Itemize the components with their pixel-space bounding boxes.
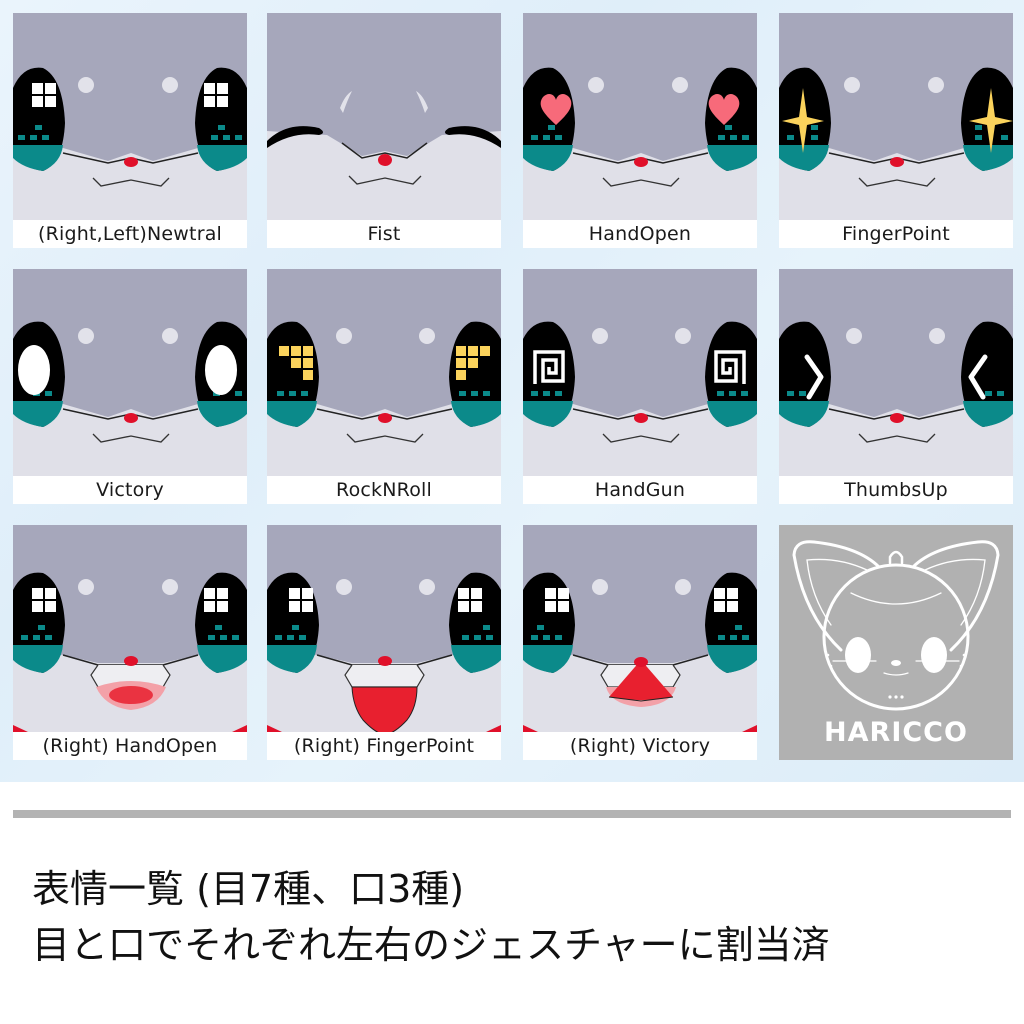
expression-tile-right-handopen: (Right) HandOpen xyxy=(13,525,247,760)
caption-description: 目と口でそれぞれ左右のジェスチャーに割当済 xyxy=(32,923,830,967)
tile-label: (Right) HandOpen xyxy=(13,732,247,760)
face-white-oval-eyes-icon xyxy=(13,269,247,504)
expression-tile-thumbsup: ThumbsUp xyxy=(779,269,1013,504)
expression-tile-rocknroll: RockNRoll xyxy=(267,269,501,504)
logo-text: HARICCO xyxy=(824,717,968,748)
face-tongue-mouth-icon xyxy=(267,525,501,760)
haricco-logo-tile: HARICCO xyxy=(779,525,1013,760)
expression-tile-handopen: HandOpen xyxy=(523,13,757,248)
tile-label: (Right,Left)Newtral xyxy=(13,220,247,248)
expression-tile-right-fingerpoint: (Right) FingerPoint xyxy=(267,525,501,760)
expression-tile-fingerpoint: FingerPoint xyxy=(779,13,1013,248)
face-sparkle-eyes-icon xyxy=(779,13,1013,248)
section-divider xyxy=(13,810,1011,818)
tile-label: Victory xyxy=(13,476,247,504)
expression-tile-neutral: (Right,Left)Newtral xyxy=(13,13,247,248)
caption-title: 表情一覧 (目7種、口3種) xyxy=(32,867,465,911)
tile-label: ThumbsUp xyxy=(779,476,1013,504)
tile-label: FingerPoint xyxy=(779,220,1013,248)
face-heart-eyes-icon xyxy=(523,13,757,248)
cat-mascot-icon xyxy=(779,525,1013,760)
expression-tile-right-victory: (Right) Victory xyxy=(523,525,757,760)
tile-label: Fist xyxy=(267,220,501,248)
expression-tile-handgun: HandGun xyxy=(523,269,757,504)
tile-label: (Right) FingerPoint xyxy=(267,732,501,760)
face-spiral-eyes-icon xyxy=(523,269,757,504)
expression-tile-victory: Victory xyxy=(13,269,247,504)
tile-label: HandGun xyxy=(523,476,757,504)
face-chevron-eyes-icon xyxy=(779,269,1013,504)
face-closed-eyes-icon xyxy=(267,13,501,248)
face-triangle-mouth-icon xyxy=(523,525,757,760)
face-window-eyes-icon xyxy=(13,13,247,248)
face-yellow-block-eyes-icon xyxy=(267,269,501,504)
tile-label: HandOpen xyxy=(523,220,757,248)
tile-label: (Right) Victory xyxy=(523,732,757,760)
tile-label: RockNRoll xyxy=(267,476,501,504)
face-open-smile-mouth-icon xyxy=(13,525,247,760)
expression-tile-fist: Fist xyxy=(267,13,501,248)
